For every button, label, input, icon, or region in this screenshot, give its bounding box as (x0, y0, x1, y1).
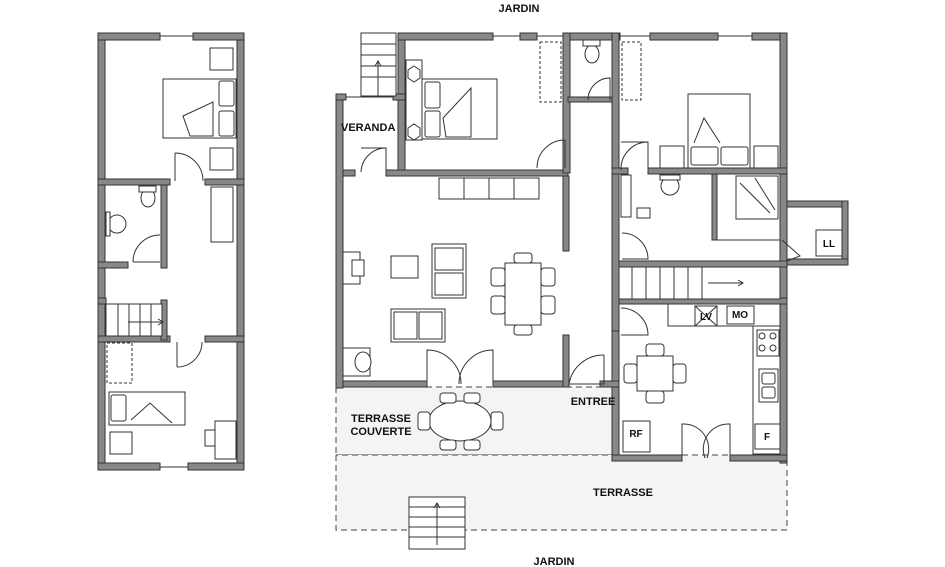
ll-machine (815, 229, 843, 257)
label-rf: RF (629, 429, 642, 440)
label-jardin-top: JARDIN (499, 3, 540, 15)
bedroom-right-furniture (620, 41, 779, 171)
terrace-table (417, 392, 504, 451)
washbasin-upper (107, 214, 127, 234)
staircase-upper (105, 303, 164, 337)
label-f: F (764, 432, 770, 443)
bedroom-main-furniture (405, 41, 566, 169)
terrasse-area (335, 454, 788, 531)
veranda-staircase (360, 32, 397, 97)
terrace-staircase (408, 496, 466, 550)
upper-floor-windows (160, 35, 193, 468)
label-lv: LV (700, 312, 712, 323)
kitchen-furniture (620, 303, 788, 459)
upper-floor-furniture (105, 47, 237, 460)
label-jardin-bottom: JARDIN (534, 556, 575, 567)
upper-floor-walls (97, 32, 245, 471)
label-terrasse-couverte-1: TERRASSE (351, 413, 411, 425)
bathroom-right (620, 174, 801, 262)
wc-main (582, 39, 611, 101)
main-floor-windows (346, 35, 752, 98)
ll-label: LL (823, 239, 835, 250)
living-furniture (342, 177, 605, 385)
main-staircase (618, 266, 781, 300)
label-terrasse-couverte-2: COUVERTE (350, 426, 411, 438)
label-mo: MO (732, 310, 748, 321)
main-floor-walls (335, 32, 849, 464)
label-entree: ENTREE (571, 396, 616, 408)
label-veranda: VERANDA (341, 122, 395, 134)
label-terrasse: TERRASSE (593, 487, 653, 499)
veranda-door (360, 147, 387, 173)
